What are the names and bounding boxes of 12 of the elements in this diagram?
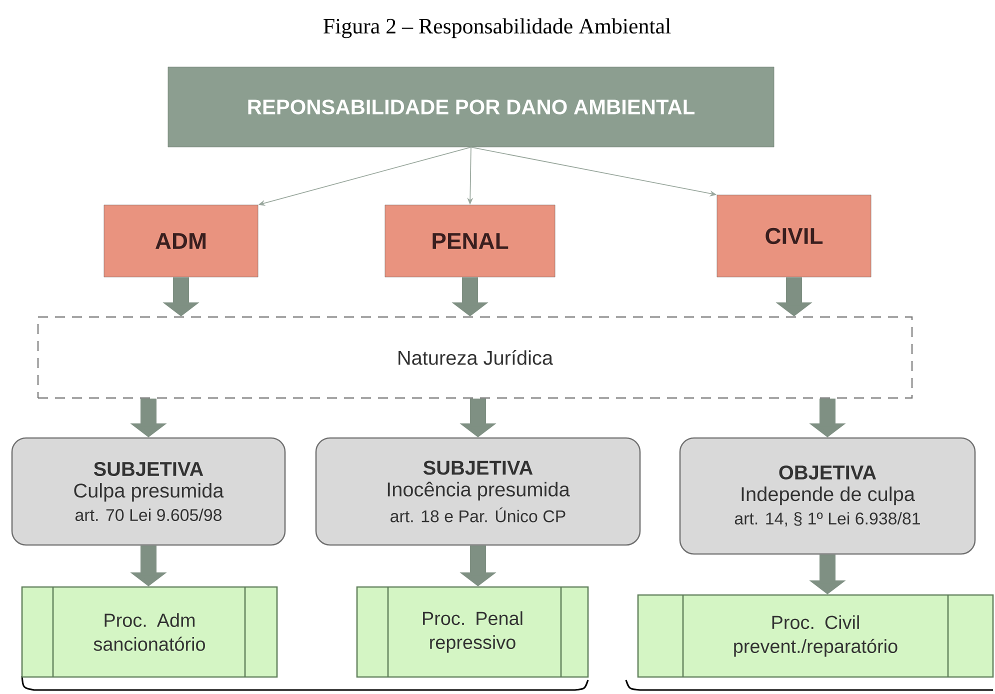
- dashed-box: Natureza Jurídica: [37, 316, 913, 399]
- process-box: Proc. Adm sancionatório: [21, 586, 278, 678]
- rounded-box: SUBJETIVA Culpa presumida art. 70 Lei 9.605/98: [11, 437, 286, 546]
- category-box: ADM: [104, 204, 258, 278]
- process-box: Proc. Civil prevent./reparatório: [637, 594, 994, 678]
- category-box: CIVIL: [716, 194, 872, 278]
- title-box: REPONSABILIDADE POR DANO AMBIENTAL: [168, 66, 774, 148]
- category-box: PENAL: [384, 204, 556, 278]
- figure-title: Figura 2 – Responsabilidade Ambiental: [324, 18, 671, 38]
- rounded-box: SUBJETIVA Inocência presumida art. 18 e Par. Único CP: [315, 437, 641, 546]
- process-box: Proc. Penal repressivo: [356, 586, 589, 678]
- rounded-box: OBJETIVA Independe de culpa art. 14, § 1º Lei 6.938/81: [679, 437, 976, 555]
